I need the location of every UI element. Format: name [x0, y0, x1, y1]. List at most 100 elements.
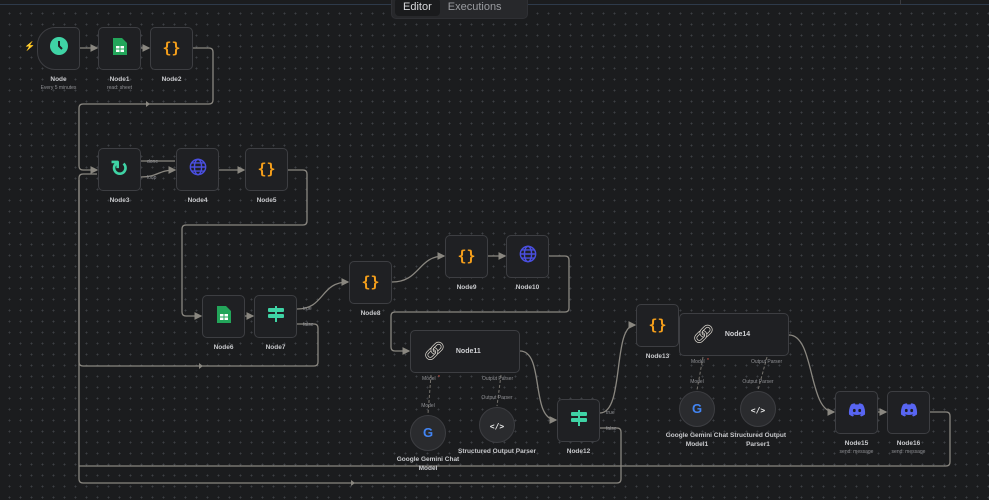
- google-sheets-icon: [112, 37, 127, 60]
- node-label: Node7: [265, 344, 286, 351]
- workflow-node[interactable]: </>: [479, 407, 515, 443]
- workflow-node[interactable]: [835, 391, 878, 434]
- workflow-node[interactable]: [254, 295, 297, 338]
- code-braces-icon: {}: [162, 39, 181, 57]
- sub-edge: [757, 356, 768, 391]
- node-label: Node10: [515, 284, 540, 291]
- workflow-node[interactable]: 🔗︎ Node11: [410, 330, 520, 373]
- globe-icon: [519, 245, 537, 268]
- edge: [391, 252, 446, 283]
- node-label: Node13: [645, 353, 670, 360]
- output-port-label: true: [303, 305, 312, 312]
- tab-editor[interactable]: Editor: [395, 0, 440, 16]
- edge: [296, 278, 350, 310]
- input-port-label: Model: [422, 376, 436, 382]
- if-signpost-icon: [570, 409, 588, 432]
- required-marker: *: [438, 375, 440, 381]
- input-port-label: Model: [691, 359, 705, 365]
- sub-edge: [427, 374, 432, 415]
- workflow-node[interactable]: G: [410, 415, 446, 451]
- workflow-node[interactable]: {}: [150, 27, 193, 70]
- workflow-node[interactable]: {}: [445, 235, 488, 278]
- code-braces-icon: {}: [257, 160, 276, 178]
- node-label: Node11: [455, 348, 481, 355]
- workflow-node[interactable]: [506, 235, 549, 278]
- header-divider: [900, 0, 901, 5]
- edge: [519, 350, 558, 424]
- discord-icon: [900, 403, 918, 422]
- tab-executions[interactable]: Executions: [447, 0, 502, 13]
- input-port-label: Output Parser: [742, 379, 774, 385]
- workflow-node[interactable]: 🔗︎ Node14: [679, 313, 789, 356]
- code-braces-icon: {}: [361, 273, 380, 291]
- code-braces-icon: {}: [648, 316, 667, 334]
- workflow-node[interactable]: </>: [740, 391, 776, 427]
- code-tag-icon: </>: [489, 422, 505, 431]
- node-subtitle: send: message: [891, 449, 926, 455]
- workflow-node[interactable]: G: [679, 391, 715, 427]
- output-port-label: done: [147, 158, 159, 165]
- google-icon: G: [422, 425, 434, 440]
- required-marker: *: [707, 358, 709, 364]
- node-label: Node2: [161, 76, 182, 83]
- node-label: Node4: [187, 197, 208, 204]
- node-label: Node14: [724, 331, 751, 338]
- edge: [390, 255, 570, 355]
- node-label: Node5: [256, 197, 277, 204]
- workflow-node[interactable]: {}: [349, 261, 392, 304]
- code-braces-icon: {}: [457, 247, 476, 265]
- edge: [181, 169, 308, 320]
- discord-icon: [848, 403, 866, 422]
- google-icon: G: [691, 401, 703, 416]
- workflow-node[interactable]: [557, 399, 600, 442]
- node-label: Node6: [213, 344, 234, 351]
- workflow-node[interactable]: [98, 27, 141, 70]
- view-tabs: Editor Executions: [391, 0, 528, 19]
- sub-edge: [696, 356, 704, 391]
- clock-icon: [49, 36, 69, 61]
- edge: [79, 411, 951, 467]
- input-port-label: Output Parser: [482, 376, 514, 382]
- workflow-node[interactable]: [202, 295, 245, 338]
- output-port-label: false: [303, 321, 314, 328]
- workflow-node[interactable]: ↻: [98, 148, 141, 191]
- workflow-node[interactable]: [887, 391, 930, 434]
- input-port-label: Model: [421, 403, 435, 409]
- edge: [140, 166, 177, 178]
- workflow-node[interactable]: [37, 27, 80, 70]
- chain-link-icon: 🔗︎: [423, 340, 446, 361]
- workflow-node[interactable]: [176, 148, 219, 191]
- node-subtitle: read: sheet: [106, 85, 133, 91]
- edge: [599, 321, 637, 414]
- edge: [78, 173, 319, 367]
- node-label: Google Gemini Chat Model1: [665, 432, 729, 448]
- edge: [788, 334, 836, 416]
- edge: [78, 180, 622, 484]
- output-port-label: loop: [147, 174, 157, 181]
- if-signpost-icon: [267, 305, 285, 328]
- node-label: Google Gemini Chat Model: [396, 456, 460, 472]
- node-label: Node: [50, 76, 67, 83]
- code-tag-icon: </>: [750, 406, 766, 415]
- node-label: Structured Output Parser: [457, 448, 536, 455]
- node-label: Structured Output Parser1: [730, 432, 786, 448]
- input-port-label: Output Parser: [751, 359, 783, 365]
- node-label: Node1: [109, 76, 130, 83]
- sub-edge: [496, 374, 502, 407]
- node-subtitle: send: message: [839, 449, 874, 455]
- workflow-node[interactable]: {}: [245, 148, 288, 191]
- node-label: Node15: [844, 440, 869, 447]
- node-subtitle: Every 5 minutes: [40, 85, 77, 91]
- node-label: Node8: [360, 310, 381, 317]
- google-sheets-icon: [216, 305, 231, 328]
- chain-link-icon: 🔗︎: [692, 323, 715, 344]
- node-label: Node9: [456, 284, 477, 291]
- node-label: Node12: [566, 448, 591, 455]
- input-port-label: Output Parser: [481, 395, 513, 401]
- output-port-label: true: [606, 409, 615, 416]
- globe-icon: [189, 158, 207, 181]
- node-label: Node3: [109, 197, 130, 204]
- trigger-bolt-icon: ⚡: [24, 41, 36, 51]
- workflow-node[interactable]: {}: [636, 304, 679, 347]
